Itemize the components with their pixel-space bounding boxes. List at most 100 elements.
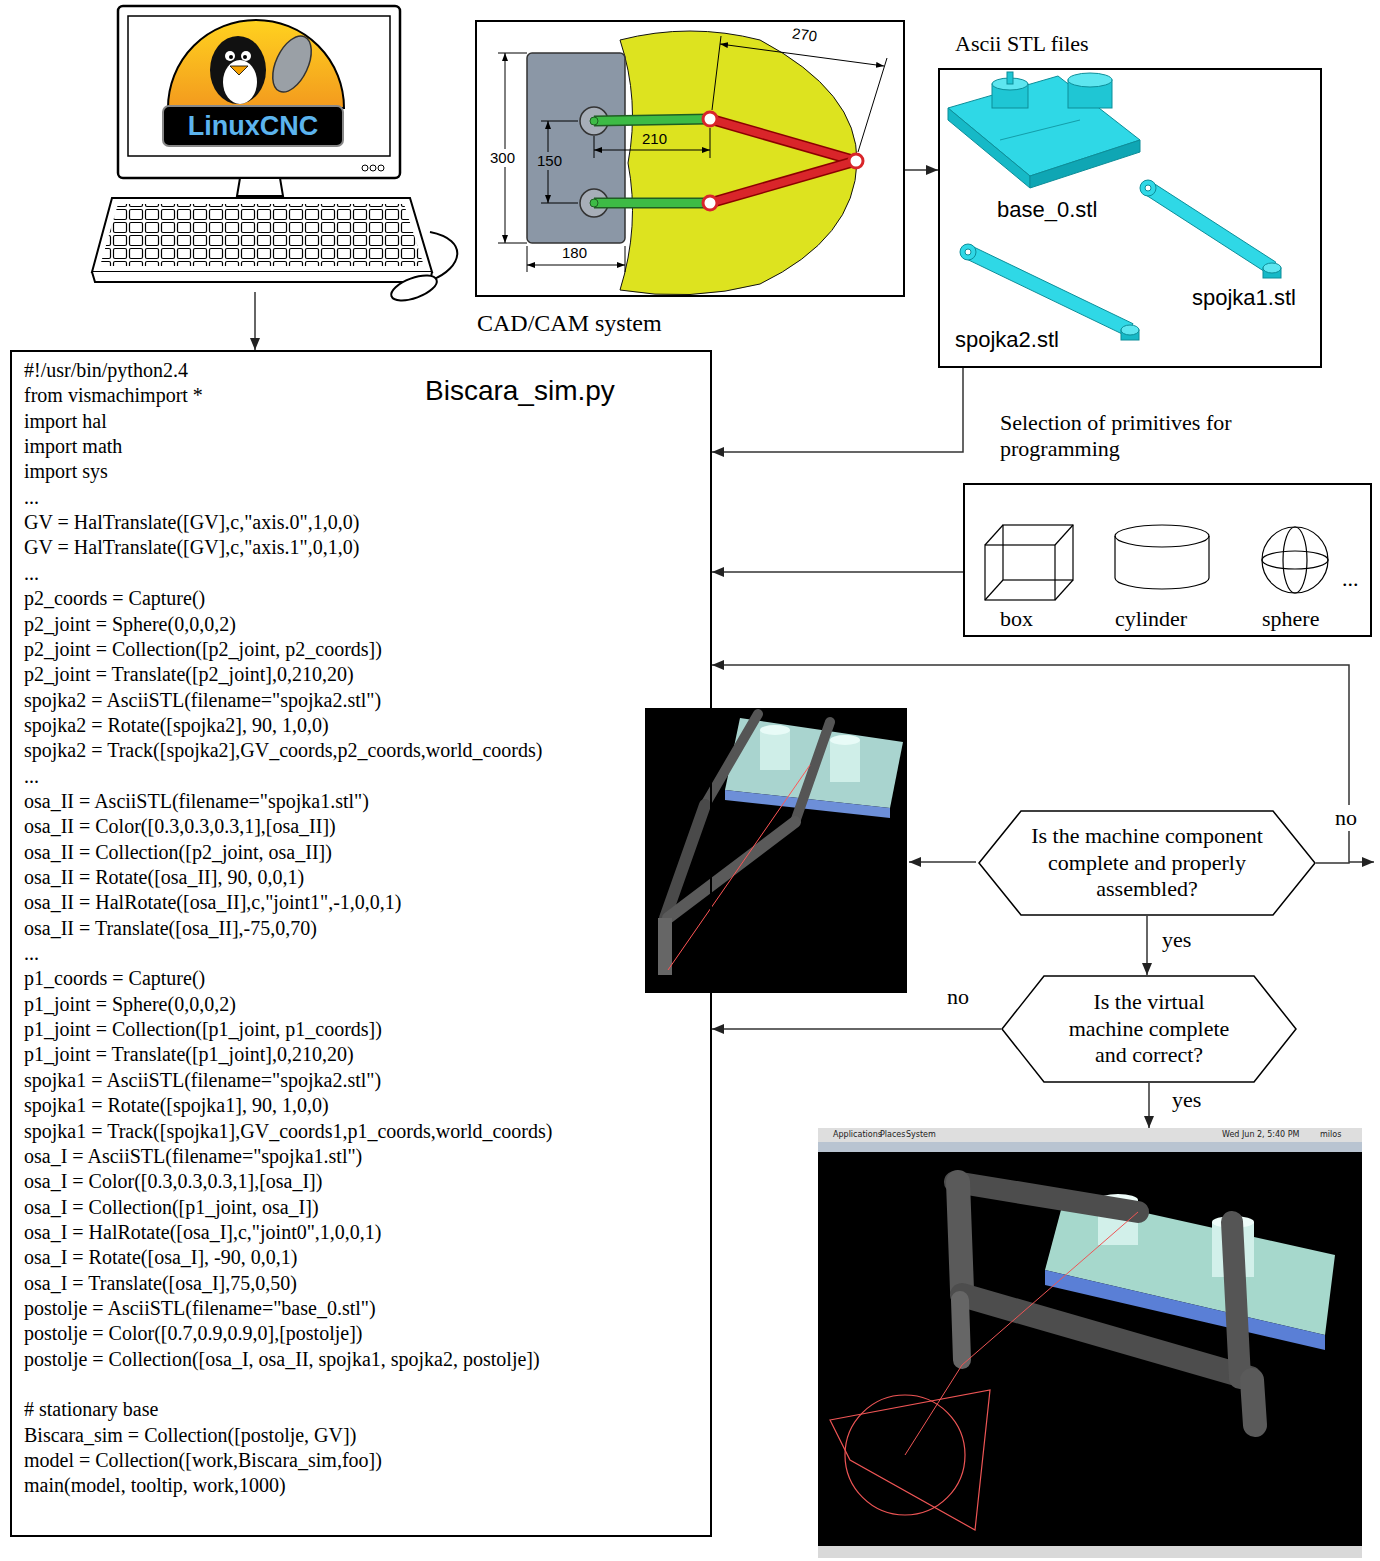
screenshot-image xyxy=(1252,1380,1255,1425)
code-line: osa_I = Translate([osa_I],75,0,50) xyxy=(24,1271,297,1295)
dimension-line xyxy=(720,44,884,66)
robot-sketch xyxy=(710,161,856,203)
decision-diamond: Is the virtual machine complete and corr… xyxy=(1001,975,1297,1083)
screenshot-panel: ApplicationsPlacesSystem Wed Jun 2, 5:40 … xyxy=(818,1128,1362,1558)
code-line: p2_joint = Collection([p2_joint, p2_coor… xyxy=(24,637,382,661)
screenshot-image xyxy=(818,1128,1362,1558)
stl-parts xyxy=(1030,140,1140,188)
robot-sketch xyxy=(590,117,598,125)
computer-illustration xyxy=(100,204,424,266)
code-line: ... xyxy=(24,764,39,788)
computer-node: LinuxCNC xyxy=(100,5,455,292)
dimension-line xyxy=(505,53,506,243)
code-line: osa_I = Color([0.3,0.3,0.3,1],[osa_I]) xyxy=(24,1169,322,1193)
primitive-shapes xyxy=(985,545,1055,600)
primitive-shapes xyxy=(1055,580,1073,600)
primitive-name: cylinder xyxy=(1115,605,1187,633)
primitive-shapes xyxy=(1055,525,1073,545)
robot-sketch xyxy=(594,198,710,209)
stl-parts xyxy=(960,244,976,260)
decision-text: Is the virtual machine complete and corr… xyxy=(1059,989,1239,1068)
robot-sketch xyxy=(710,161,856,203)
stl-parts xyxy=(965,246,1133,337)
primitive-shapes xyxy=(1283,527,1307,593)
robot-sketch xyxy=(620,31,857,295)
screenshot-image xyxy=(960,1300,962,1360)
menu-item: Places xyxy=(880,1130,905,1140)
user-name: milos xyxy=(1320,1130,1341,1140)
file-name: spojka1.stl xyxy=(1192,284,1296,312)
caption: CAD/CAM system xyxy=(477,308,662,338)
code-line: osa_II = Translate([osa_II],-75,0,70) xyxy=(24,916,317,940)
screenshot-image xyxy=(955,1182,1138,1212)
dimension-line xyxy=(541,203,578,204)
connector xyxy=(1148,1083,1150,1128)
connector xyxy=(254,292,256,350)
code-line: p1_joint = Translate([p1_joint],0,210,20… xyxy=(24,1042,354,1066)
primitive-name: box xyxy=(1000,605,1033,633)
primitive-name: sphere xyxy=(1262,605,1319,633)
render-preview xyxy=(830,735,860,745)
computer-illustration xyxy=(378,165,384,171)
robot-sketch xyxy=(703,112,717,126)
computer-illustration xyxy=(118,6,400,178)
dimension-line xyxy=(527,246,528,272)
stl-parts xyxy=(1068,73,1112,87)
code-line: osa_I = HalRotate([osa_I],c,"joint0",1,0… xyxy=(24,1220,382,1244)
stl-parts xyxy=(1140,180,1156,196)
dimension-line xyxy=(858,58,887,152)
code-line: p1_joint = Sphere(0,0,0,2) xyxy=(24,992,236,1016)
clock-text: Wed Jun 2, 5:40 PM xyxy=(1222,1130,1299,1140)
robot-sketch xyxy=(594,119,710,121)
primitives-box: boxcylindersphere... xyxy=(963,483,1372,637)
computer-illustration xyxy=(241,51,251,61)
decision-text: Is the machine component complete and pr… xyxy=(1031,823,1263,902)
code-line: import hal xyxy=(24,409,107,433)
code-line: osa_I = Rotate([osa_I], -90, 0,0,1) xyxy=(24,1245,297,1269)
text-wrap: Is the virtual machine complete and corr… xyxy=(1059,989,1239,1068)
screenshot-image xyxy=(818,1546,1362,1558)
code-line: GV = HalTranslate([GV],c,"axis.1",0,1,0) xyxy=(24,535,359,559)
diamond-outline xyxy=(979,811,1315,915)
computer-illustration xyxy=(430,232,457,280)
code-line: osa_II = AsciiSTL(filename="spojka1.stl"… xyxy=(24,789,369,813)
robot-sketch xyxy=(527,53,625,243)
file-name: base_0.stl xyxy=(997,196,1097,224)
connector xyxy=(1146,916,1148,975)
primitive-shapes xyxy=(985,580,1003,600)
computer-illustration xyxy=(370,165,376,171)
robot-sketch xyxy=(594,199,710,207)
computer-illustration xyxy=(237,178,283,196)
primitive-shapes xyxy=(985,525,1328,600)
screenshot-image xyxy=(818,1142,1362,1152)
computer-illustration xyxy=(229,55,233,59)
file-name: spojka2.stl xyxy=(955,326,1059,354)
computer-illustration xyxy=(362,165,368,171)
robot-sketch xyxy=(710,119,856,161)
computer-illustration xyxy=(225,51,235,61)
dimension-line xyxy=(498,243,527,244)
dimension-line xyxy=(541,121,578,122)
robot-sketch xyxy=(849,154,863,168)
heading: Ascii STL files xyxy=(955,30,1089,58)
menu-item: System xyxy=(906,1130,936,1140)
dimension-value: 180 xyxy=(560,244,589,262)
code-line: p2_coords = Capture() xyxy=(24,586,205,610)
diamond-outline xyxy=(1002,976,1296,1082)
stl-parts xyxy=(1000,120,1080,140)
stl-parts xyxy=(1121,325,1139,335)
code-line: # stationary base xyxy=(24,1397,158,1421)
flow-arrow xyxy=(1349,861,1374,863)
computer-illustration xyxy=(230,66,248,75)
code-line: Biscara_sim = Collection([postolje, GV]) xyxy=(24,1423,356,1447)
code-line: ... xyxy=(24,561,39,585)
screenshot-image xyxy=(962,1212,1138,1365)
primitive-shapes xyxy=(1262,551,1328,569)
code-line: GV = HalTranslate([GV],c,"axis.0",1,0,0) xyxy=(24,510,359,534)
connector xyxy=(905,169,938,171)
edge-label: no xyxy=(945,984,971,1010)
primitive-shapes xyxy=(1114,536,1115,578)
menu-item: Applications xyxy=(833,1130,882,1140)
code-line: spojka2 = AsciiSTL(filename="spojka2.stl… xyxy=(24,688,381,712)
computer-illustration xyxy=(168,20,344,108)
